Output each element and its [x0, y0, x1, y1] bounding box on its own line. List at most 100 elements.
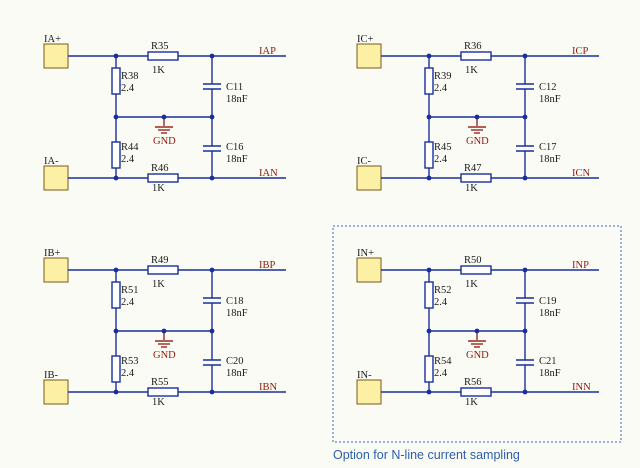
capacitor-upper-value: 18nF — [226, 94, 248, 105]
junction-dot — [426, 267, 432, 273]
junction-dot — [161, 328, 167, 334]
series-resistor-top — [147, 51, 179, 61]
junction-dot — [113, 175, 119, 181]
series-resistor-top-ref: R35 — [151, 41, 169, 52]
junction-dot — [209, 175, 215, 181]
burden-resistor-upper-ref: R38 — [121, 71, 139, 82]
output-neg-net-label: INN — [572, 382, 591, 393]
junction-dot — [522, 175, 528, 181]
burden-resistor-upper — [424, 281, 434, 309]
capacitor-lower-ref: C21 — [539, 356, 557, 367]
series-resistor-top-value: 1K — [465, 279, 478, 290]
input-neg-label: IB- — [44, 370, 59, 381]
series-resistor-bottom-value: 1K — [152, 397, 165, 408]
input-pos-label: IC+ — [357, 34, 374, 45]
series-resistor-bottom-ref: R46 — [151, 163, 169, 174]
burden-resistor-lower — [424, 141, 434, 169]
output-pos-net-label: INP — [572, 260, 589, 271]
junction-dot — [113, 114, 119, 120]
junction-dot — [113, 328, 119, 334]
burden-resistor-lower-value: 2.4 — [434, 368, 448, 379]
sampling-block: IN+IN-R501KINPR561KINNR522.4R542.4GNDC19… — [356, 248, 599, 408]
burden-resistor-upper-value: 2.4 — [121, 83, 135, 94]
sampling-block: IC+IC-R361KICPR471KICNR392.4R452.4GNDC12… — [356, 34, 599, 194]
connector-pad-neg — [356, 379, 382, 405]
burden-resistor-upper-ref: R39 — [434, 71, 452, 82]
connector-pad-pos — [356, 257, 382, 283]
burden-resistor-lower-ref: R54 — [434, 356, 452, 367]
burden-resistor-upper — [424, 67, 434, 95]
connector-pad-neg — [43, 165, 69, 191]
series-resistor-top-ref: R36 — [464, 41, 482, 52]
series-resistor-top-value: 1K — [465, 65, 478, 76]
junction-dot — [209, 267, 215, 273]
input-neg-label: IN- — [357, 370, 372, 381]
input-neg-label: IC- — [357, 156, 372, 167]
burden-resistor-upper — [111, 281, 121, 309]
series-resistor-bottom-ref: R56 — [464, 377, 482, 388]
burden-resistor-lower — [111, 141, 121, 169]
connector-pad-pos — [43, 43, 69, 69]
burden-resistor-lower-value: 2.4 — [121, 154, 135, 165]
series-resistor-bottom-ref: R55 — [151, 377, 169, 388]
output-pos-net-label: IAP — [259, 46, 276, 57]
burden-resistor-upper-value: 2.4 — [434, 297, 448, 308]
ground-label: GND — [466, 350, 489, 361]
capacitor-lower-value: 18nF — [539, 368, 561, 379]
capacitor-lower-value: 18nF — [226, 154, 248, 165]
junction-dot — [113, 267, 119, 273]
burden-resistor-lower — [111, 355, 121, 383]
capacitor-lower-ref: C16 — [226, 142, 244, 153]
capacitor-upper-value: 18nF — [226, 308, 248, 319]
capacitor-lower-ref: C20 — [226, 356, 244, 367]
output-pos-net-label: ICP — [572, 46, 589, 57]
series-resistor-bottom-value: 1K — [465, 397, 478, 408]
junction-dot — [522, 114, 528, 120]
capacitor-upper-ref: C11 — [226, 82, 243, 93]
capacitor-lower-value: 18nF — [226, 368, 248, 379]
series-resistor-top-ref: R50 — [464, 255, 482, 266]
ground-symbol — [155, 340, 173, 348]
junction-dot — [426, 175, 432, 181]
option-note: Option for N-line current sampling — [333, 448, 520, 462]
junction-dot — [426, 389, 432, 395]
sampling-block: IA+IA-R351KIAPR461KIANR382.4R442.4GNDC11… — [43, 34, 286, 194]
junction-dot — [161, 114, 167, 120]
junction-dot — [474, 328, 480, 334]
capacitor-upper-value: 18nF — [539, 308, 561, 319]
series-resistor-top — [147, 265, 179, 275]
burden-resistor-lower-value: 2.4 — [434, 154, 448, 165]
burden-resistor-upper — [111, 67, 121, 95]
ground-symbol — [468, 340, 486, 348]
input-pos-label: IA+ — [44, 34, 61, 45]
burden-resistor-lower — [424, 355, 434, 383]
junction-dot — [209, 53, 215, 59]
junction-dot — [426, 53, 432, 59]
series-resistor-bottom-value: 1K — [465, 183, 478, 194]
capacitor-upper-ref: C18 — [226, 296, 244, 307]
capacitor-upper-ref: C12 — [539, 82, 557, 93]
series-resistor-bottom-ref: R47 — [464, 163, 482, 174]
burden-resistor-upper-ref: R51 — [121, 285, 139, 296]
junction-dot — [522, 267, 528, 273]
input-pos-label: IN+ — [357, 248, 374, 259]
ground-label: GND — [466, 136, 489, 147]
burden-resistor-lower-value: 2.4 — [121, 368, 135, 379]
series-resistor-top-value: 1K — [152, 279, 165, 290]
series-resistor-top-value: 1K — [152, 65, 165, 76]
junction-dot — [522, 389, 528, 395]
burden-resistor-lower-ref: R44 — [121, 142, 139, 153]
series-resistor-top — [460, 51, 492, 61]
junction-dot — [522, 53, 528, 59]
ground-label: GND — [153, 350, 176, 361]
series-resistor-top — [460, 265, 492, 275]
series-resistor-bottom — [460, 173, 492, 183]
junction-dot — [209, 389, 215, 395]
capacitor-upper-ref: C19 — [539, 296, 557, 307]
junction-dot — [209, 114, 215, 120]
capacitor-lower-ref: C17 — [539, 142, 557, 153]
sampling-block: IB+IB-R491KIBPR551KIBNR512.4R532.4GNDC18… — [43, 248, 286, 408]
junction-dot — [113, 389, 119, 395]
capacitor-lower-value: 18nF — [539, 154, 561, 165]
